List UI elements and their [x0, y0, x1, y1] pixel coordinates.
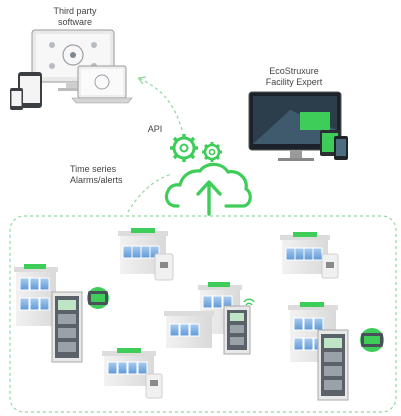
building-top-right	[280, 232, 339, 279]
gear-icon	[170, 134, 198, 162]
wifi-icon	[243, 298, 255, 306]
ecostruxure-line-1: EcoStruxure	[269, 66, 319, 76]
gear-small-icon	[202, 142, 222, 162]
api-dashed-arrow	[137, 77, 183, 131]
third-party-line-1: Third party	[53, 6, 97, 16]
building-top-center	[118, 228, 174, 281]
building-bottom-center	[102, 348, 163, 399]
cloud-icon	[164, 162, 252, 208]
api-arrow-head	[137, 76, 147, 85]
time-series-label: Time series Alarms/alerts	[70, 164, 123, 186]
ecostruxure-facility-expert-label: EcoStruxure Facility Expert	[248, 66, 340, 88]
building-right	[288, 302, 384, 401]
upload-arrow-icon	[196, 180, 222, 216]
building-left	[14, 264, 109, 363]
third-party-software-label: Third party software	[42, 6, 108, 28]
facility-area	[9, 215, 397, 413]
time-series-line-1: Time series	[70, 164, 117, 174]
ecostruxure-devices	[248, 91, 348, 161]
time-series-line-2: Alarms/alerts	[70, 175, 123, 185]
time-series-dashed-line	[127, 173, 173, 213]
third-party-line-2: software	[57, 17, 92, 27]
building-center	[164, 282, 255, 355]
ecostruxure-line-2: Facility Expert	[265, 77, 323, 87]
api-label: API	[147, 124, 163, 134]
third-party-devices	[10, 29, 133, 110]
